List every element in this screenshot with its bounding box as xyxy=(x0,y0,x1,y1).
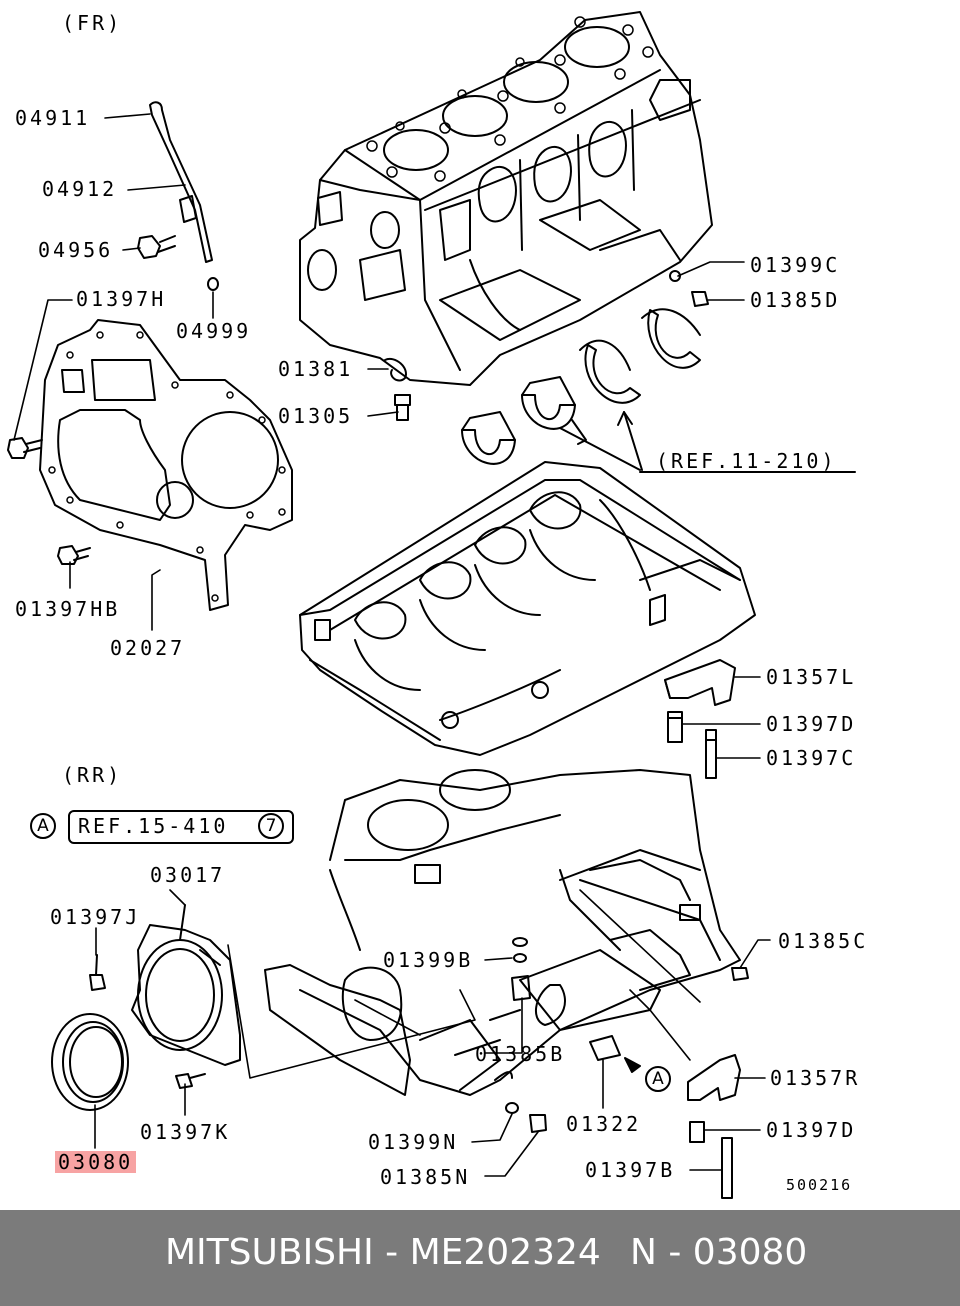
part-01397HB[interactable]: 01397HB xyxy=(15,597,121,621)
leader-lines xyxy=(14,114,770,1176)
part-02027[interactable]: 02027 xyxy=(110,636,186,660)
view-label-rear: (RR) xyxy=(62,763,123,787)
part-04956[interactable]: 04956 xyxy=(38,238,114,262)
part-03080-highlighted[interactable]: 03080 xyxy=(55,1151,137,1173)
bracket-left-side xyxy=(665,660,735,778)
parts-diagram: (FR) (RR) (REF.11-210) A REF.15-410 7 A … xyxy=(0,0,960,1210)
bolts-lower xyxy=(90,938,748,1198)
bolts-upper xyxy=(8,236,708,564)
part-01322[interactable]: 01322 xyxy=(566,1112,642,1136)
cylinder-block-upper xyxy=(300,12,712,385)
part-04912[interactable]: 04912 xyxy=(42,177,118,201)
footer-bar: MITSUBISHI - ME202324 N - 03080 xyxy=(0,1210,960,1306)
oil-seal xyxy=(52,1014,128,1110)
part-01397H[interactable]: 01397H xyxy=(76,287,167,311)
diagram-code: 500216 xyxy=(786,1176,853,1194)
part-01305[interactable]: 01305 xyxy=(278,404,354,428)
view-label-front: (FR) xyxy=(62,11,123,35)
oil-seal-housing xyxy=(132,905,240,1065)
part-01397C[interactable]: 01397C xyxy=(766,746,857,770)
block-rear-view xyxy=(265,770,740,1095)
footer-reference: N - 03080 xyxy=(630,1232,808,1273)
rear-plate-gasket xyxy=(40,320,292,610)
part-01397D-upper[interactable]: 01397D xyxy=(766,712,857,736)
bedplate xyxy=(300,462,755,755)
part-01399B[interactable]: 01399B xyxy=(383,948,474,972)
part-01397D-lower[interactable]: 01397D xyxy=(766,1118,857,1142)
bracket-right-side xyxy=(688,1055,740,1100)
reference-15-410-number: 7 xyxy=(258,813,284,839)
marker-a-circle-pointer: A xyxy=(645,1066,671,1092)
part-01399C[interactable]: 01399C xyxy=(750,253,841,277)
part-01397K[interactable]: 01397K xyxy=(140,1120,231,1144)
footer-brand-part-number: MITSUBISHI - ME202324 xyxy=(165,1232,601,1273)
part-01385B[interactable]: 01385B xyxy=(475,1042,566,1066)
reference-11-210[interactable]: (REF.11-210) xyxy=(656,449,837,473)
diagram-drawing xyxy=(0,0,960,1210)
part-01381[interactable]: 01381 xyxy=(278,357,354,381)
part-01357L[interactable]: 01357L xyxy=(766,665,857,689)
part-04911[interactable]: 04911 xyxy=(15,106,91,130)
part-04999[interactable]: 04999 xyxy=(176,319,252,343)
bearing-shells xyxy=(462,309,855,472)
reference-15-410[interactable]: REF.15-410 xyxy=(78,814,229,838)
part-01397B[interactable]: 01397B xyxy=(585,1158,676,1182)
part-03017[interactable]: 03017 xyxy=(150,863,226,887)
part-01397J[interactable]: 01397J xyxy=(50,905,141,929)
part-01357R[interactable]: 01357R xyxy=(770,1066,861,1090)
part-01399N[interactable]: 01399N xyxy=(368,1130,459,1154)
part-01385N[interactable]: 01385N xyxy=(380,1165,471,1189)
part-01385C[interactable]: 01385C xyxy=(778,929,869,953)
marker-a-circle: A xyxy=(30,813,56,839)
reference-15-410-box[interactable] xyxy=(68,810,294,844)
dipstick xyxy=(150,102,218,290)
part-01385D[interactable]: 01385D xyxy=(750,288,841,312)
